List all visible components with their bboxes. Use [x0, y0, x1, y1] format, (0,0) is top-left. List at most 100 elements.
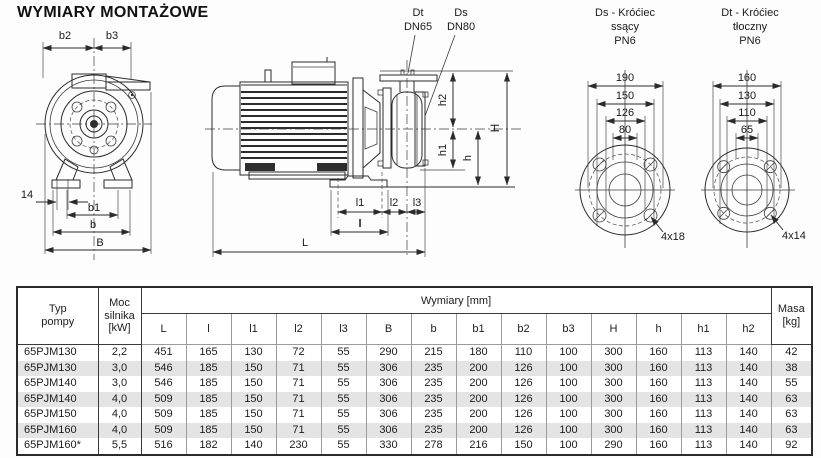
table-cell: 200 — [455, 360, 502, 376]
suction-holes-label: 4x18 — [661, 231, 685, 243]
bearing-bracket — [352, 77, 381, 179]
table-cell: 150 — [230, 376, 277, 392]
table-cell: 3,0 — [97, 360, 142, 376]
table-cell: 140 — [725, 391, 772, 407]
svg-text:tłoczny: tłoczny — [733, 21, 768, 33]
table-cell: 72 — [275, 344, 322, 361]
table-cell: 113 — [680, 391, 727, 407]
front-top-bracket — [71, 73, 151, 99]
table-cell: 150 — [500, 438, 547, 455]
table-cell: 65PJM140 — [16, 376, 99, 392]
table-cell: 306 — [365, 422, 412, 438]
svg-text:h2: h2 — [437, 94, 449, 106]
table-cell: 63 — [770, 407, 813, 423]
discharge-flange-holes — [717, 160, 777, 220]
table-cell: 113 — [680, 438, 727, 455]
table-cell: 100 — [545, 391, 592, 407]
col-header-typ-pompy: Typ pompy — [16, 286, 99, 345]
table-cell: 200 — [455, 391, 502, 407]
col-header-h1: h1 — [680, 313, 727, 345]
table-cell: 126 — [500, 422, 547, 438]
table-cell: 55 — [320, 407, 367, 423]
table-cell: 55 — [320, 438, 367, 455]
svg-text:ssący: ssący — [611, 21, 640, 33]
discharge-flange-view: Dt - Króćiec tłoczny PN6 160 130 110 65 — [701, 7, 806, 248]
table-cell: 185 — [185, 391, 232, 407]
table-cell: 216 — [455, 438, 502, 455]
table-cell: 306 — [365, 376, 412, 392]
table-cell: 71 — [275, 391, 322, 407]
table-cell: 330 — [365, 438, 412, 455]
pump-foot — [329, 175, 515, 188]
table-cell: 126 — [500, 376, 547, 392]
dimension-L: L — [212, 172, 426, 257]
table-cell: 100 — [545, 344, 592, 361]
table-cell: 200 — [455, 376, 502, 392]
col-header-b3: b3 — [545, 313, 592, 345]
table-cell: 126 — [500, 391, 547, 407]
table-cell: 140 — [230, 438, 277, 455]
table-cell: 100 — [545, 360, 592, 376]
table-cell: 71 — [275, 360, 322, 376]
dimension-h: h — [462, 130, 481, 186]
suction-flange-title: Ds - Króćiec — [595, 7, 655, 19]
discharge-holes-label: 4x14 — [782, 230, 806, 242]
svg-text:H: H — [488, 124, 502, 133]
table-cell: 55 — [320, 422, 367, 438]
table-cell: 160 — [635, 391, 682, 407]
dimensions-table: Typ pompy Moc silnika [kW] Wymiary [mm] … — [16, 286, 814, 456]
table-cell: 160 — [635, 438, 682, 455]
table-cell: 55 — [320, 360, 367, 376]
svg-text:14: 14 — [21, 189, 33, 201]
col-header-l2: l2 — [275, 313, 322, 345]
table-cell: 509 — [140, 391, 187, 407]
table-cell: 140 — [725, 360, 772, 376]
svg-text:b2: b2 — [59, 30, 71, 42]
col-header-masa: Masa [kg] — [770, 286, 813, 345]
table-cell: 140 — [725, 407, 772, 423]
table-cell: 113 — [680, 344, 727, 361]
dimension-l1-l2-l3: l1 l2 l3 — [337, 168, 426, 257]
table-cell: 65PJM130 — [16, 344, 99, 361]
col-header-b: b — [410, 313, 457, 345]
col-header-b2: b2 — [500, 313, 547, 345]
table-cell: 235 — [410, 391, 457, 407]
svg-text:PN6: PN6 — [739, 35, 760, 47]
svg-text:B: B — [96, 237, 103, 249]
col-header-h2: h2 — [725, 313, 772, 345]
table-cell: 509 — [140, 407, 187, 423]
table-cell: 290 — [590, 438, 637, 455]
dimension-B: B — [44, 92, 152, 254]
suction-flange-view: Ds - Króćiec ssący PN6 190 150 126 80 — [575, 7, 685, 248]
table-cell: 200 — [455, 422, 502, 438]
table-cell: 182 — [185, 438, 232, 455]
table-cell: 4,0 — [97, 391, 142, 407]
dimension-h1: h1 — [437, 130, 456, 169]
pump-side-view-drawing: Dt DN65 Ds DN80 — [205, 7, 521, 257]
page-title: WYMIARY MONTAŻOWE — [17, 4, 209, 21]
col-header-h: h — [635, 313, 682, 345]
table-cell: 306 — [365, 391, 412, 407]
table-cell: 165 — [185, 344, 232, 361]
table-cell: 290 — [365, 344, 412, 361]
table-cell: 92 — [770, 438, 813, 455]
table-cell: 185 — [185, 360, 232, 376]
table-cell: 150 — [230, 391, 277, 407]
pump-front-view-drawing: b2 b3 14 b1 b B — [21, 30, 152, 260]
table-cell: 100 — [545, 407, 592, 423]
dimension-l: l — [330, 190, 389, 236]
table-cell: 2,2 — [97, 344, 142, 361]
table-cell: 185 — [185, 407, 232, 423]
table-cell: 55 — [320, 376, 367, 392]
svg-text:h: h — [462, 155, 474, 161]
table-cell: 546 — [140, 360, 187, 376]
table-cell: 160 — [635, 376, 682, 392]
table-cell: 63 — [770, 391, 813, 407]
dimension-b: b — [52, 190, 131, 236]
table-cell: 235 — [410, 376, 457, 392]
